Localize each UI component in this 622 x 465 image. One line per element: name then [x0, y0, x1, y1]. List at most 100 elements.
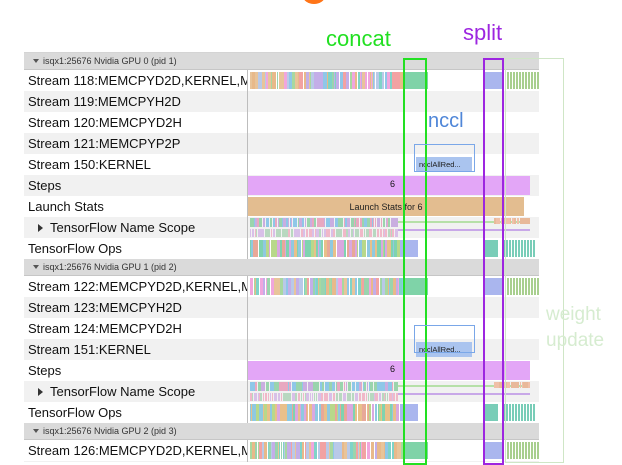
timeline-event-block[interactable]: [365, 404, 366, 421]
weight-update-block[interactable]: [531, 72, 533, 89]
timeline-event-block[interactable]: [272, 442, 275, 459]
timeline-event-block[interactable]: [341, 404, 344, 421]
weight-update-block[interactable]: [510, 278, 512, 295]
timeline-event-block[interactable]: [258, 229, 260, 237]
timeline-event-block[interactable]: [300, 278, 303, 295]
timeline-event-block[interactable]: [373, 229, 376, 237]
timeline-event-block[interactable]: [259, 218, 262, 227]
timeline-event-block[interactable]: [324, 218, 325, 227]
timeline-event-block[interactable]: [372, 382, 373, 391]
timeline-event-block[interactable]: [305, 240, 308, 257]
weight-update-block[interactable]: [537, 442, 539, 459]
timeline-event-block[interactable]: [272, 404, 274, 421]
timeline-event-block[interactable]: [285, 240, 286, 257]
timeline-event-block[interactable]: [377, 382, 381, 391]
chevron-down-icon[interactable]: [33, 59, 39, 63]
timeline-event-block[interactable]: [289, 72, 292, 89]
timeline-event-block[interactable]: [506, 218, 508, 224]
timeline-event-block[interactable]: [304, 72, 306, 89]
timeline-event-block[interactable]: [275, 218, 277, 227]
timeline-event-block[interactable]: [362, 278, 363, 295]
timeline-event-block[interactable]: [303, 393, 304, 401]
timeline-event-block[interactable]: [283, 218, 286, 227]
timeline-event-block[interactable]: [295, 72, 298, 89]
timeline-event-block[interactable]: [289, 404, 291, 421]
timeline-event-block[interactable]: [350, 442, 353, 459]
timeline-event-block[interactable]: [352, 72, 355, 89]
timeline-event-block[interactable]: [369, 229, 372, 237]
timeline-event-block[interactable]: [324, 404, 327, 421]
timeline-event-block[interactable]: [325, 393, 328, 401]
timeline-event-block[interactable]: [252, 382, 255, 391]
timeline-event-block[interactable]: [340, 404, 341, 421]
timeline-event-block[interactable]: [311, 72, 314, 89]
ops-weight-block[interactable]: [512, 404, 514, 421]
weight-update-block[interactable]: [516, 442, 518, 459]
timeline-event-block[interactable]: [392, 229, 394, 237]
timeline-event-block[interactable]: [398, 404, 399, 421]
timeline-event-block[interactable]: [352, 382, 355, 391]
timeline-event-block[interactable]: [306, 442, 309, 459]
timeline-event-block[interactable]: [352, 240, 355, 257]
timeline-event-block[interactable]: [355, 278, 357, 295]
timeline-event-block[interactable]: [332, 72, 334, 89]
timeline-event-block[interactable]: [506, 382, 507, 388]
timeline-event-block[interactable]: [325, 278, 326, 295]
timeline-event-block[interactable]: [346, 72, 349, 89]
timeline-event-block[interactable]: [400, 72, 401, 89]
timeline-row[interactable]: Stream 122:MEMCPYD2D,KERNEL,MI: [24, 276, 539, 297]
timeline-event-block[interactable]: [349, 240, 352, 257]
timeline-event-block[interactable]: [329, 442, 330, 459]
timeline-event-block[interactable]: [373, 72, 374, 89]
timeline-event-block[interactable]: [302, 218, 304, 227]
timeline-event-block[interactable]: [382, 404, 385, 421]
timeline-event-block[interactable]: [499, 382, 501, 388]
timeline-event-block[interactable]: [306, 229, 308, 237]
timeline-event-block[interactable]: [271, 382, 274, 391]
timeline-event-block[interactable]: [350, 278, 352, 295]
timeline-event-block[interactable]: [320, 218, 323, 227]
timeline-event-block[interactable]: [315, 404, 318, 421]
timeline-event-block[interactable]: [375, 442, 377, 459]
timeline-event-block[interactable]: [362, 229, 363, 237]
weight-update-block[interactable]: [510, 442, 512, 459]
timeline-row[interactable]: TensorFlow Ops: [24, 238, 539, 259]
timeline-event-block[interactable]: [302, 72, 303, 89]
timeline-event-block[interactable]: [310, 218, 311, 227]
timeline-event-block[interactable]: [347, 240, 349, 257]
timeline-event-block[interactable]: [327, 72, 328, 89]
ops-weight-block[interactable]: [506, 404, 508, 421]
timeline-event-block[interactable]: [286, 278, 288, 295]
ops-weight-block[interactable]: [530, 404, 532, 421]
timeline-event-block[interactable]: [362, 218, 363, 227]
timeline-event-block[interactable]: [252, 442, 255, 459]
timeline-event-block[interactable]: [294, 240, 297, 257]
timeline-event-block[interactable]: [322, 382, 324, 391]
timeline-event-block[interactable]: [334, 442, 338, 459]
timeline-event-block[interactable]: [288, 229, 290, 237]
timeline-event-block[interactable]: [371, 393, 374, 401]
timeline-event-block[interactable]: [367, 442, 370, 459]
timeline-event-block[interactable]: [391, 382, 392, 391]
concat-highlight-block[interactable]: [404, 442, 428, 459]
timeline-row[interactable]: Stream 126:MEMCPYD2D,KERNEL,MI: [24, 440, 539, 461]
timeline-event-block[interactable]: [384, 393, 385, 401]
timeline-event-block[interactable]: [316, 393, 317, 401]
timeline-event-block[interactable]: [284, 72, 287, 89]
timeline-event-block[interactable]: [329, 393, 332, 401]
timeline-event-block[interactable]: [359, 442, 360, 459]
timeline-event-block[interactable]: [516, 382, 519, 388]
timeline-event-block[interactable]: [343, 393, 346, 401]
timeline-event-block[interactable]: [306, 72, 309, 89]
ops-weight-block[interactable]: [503, 240, 505, 257]
timeline-event-block[interactable]: [306, 404, 307, 421]
timeline-event-block[interactable]: [314, 240, 316, 257]
timeline-event-block[interactable]: [359, 393, 361, 401]
weight-update-block[interactable]: [531, 442, 533, 459]
chevron-down-icon[interactable]: [33, 265, 39, 269]
timeline-event-block[interactable]: [262, 442, 264, 459]
timeline-event-block[interactable]: [252, 404, 254, 421]
timeline-event-block[interactable]: [320, 442, 322, 459]
timeline-event-block[interactable]: [360, 72, 361, 89]
timeline-event-block[interactable]: [280, 72, 284, 89]
